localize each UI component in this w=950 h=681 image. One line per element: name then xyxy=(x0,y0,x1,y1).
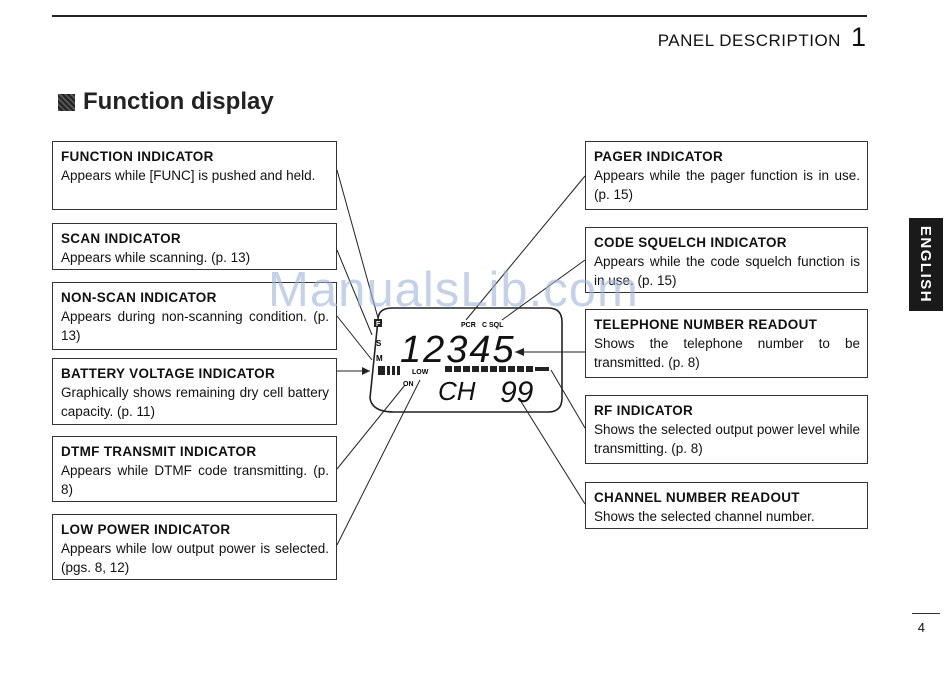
battery-bars xyxy=(378,366,400,375)
box-body: Shows the telephone number to be transmi… xyxy=(594,336,860,370)
non-scan-indicator-box: NON-SCAN INDICATOR Appears during non-sc… xyxy=(52,282,337,350)
scan-indicator-box: SCAN INDICATOR Appears while scanning. (… xyxy=(52,223,337,270)
box-body: Appears while scanning. (p. 13) xyxy=(61,250,251,265)
box-body: Graphically shows remaining dry cell bat… xyxy=(61,385,329,419)
box-body: Appears while low output power is select… xyxy=(61,541,329,575)
on-label: ON xyxy=(403,381,414,388)
box-title: CODE SQUELCH INDICATOR xyxy=(594,235,787,250)
pager-label: PCR xyxy=(461,322,476,329)
scan-mark: S xyxy=(376,339,382,348)
battery-voltage-indicator-box: BATTERY VOLTAGE INDICATOR Graphically sh… xyxy=(52,358,337,425)
rf-meter xyxy=(445,366,549,372)
box-title: BATTERY VOLTAGE INDICATOR xyxy=(61,366,276,381)
chapter-number: 1 xyxy=(850,22,866,52)
low-power-indicator-box: LOW POWER INDICATOR Appears while low ou… xyxy=(52,514,337,580)
telephone-number-readout-box: TELEPHONE NUMBER READOUT Shows the telep… xyxy=(585,309,868,378)
rf-indicator-box: RF INDICATOR Shows the selected output p… xyxy=(585,395,868,464)
section-title: Function display xyxy=(83,88,274,115)
code-squelch-indicator-box: CODE SQUELCH INDICATOR Appears while the… xyxy=(585,227,868,293)
box-body: Appears while DTMF code transmitting. (p… xyxy=(61,463,329,497)
heading-bullet-icon xyxy=(58,93,75,111)
box-title: NON-SCAN INDICATOR xyxy=(61,290,217,305)
section-heading: Function display xyxy=(58,88,274,116)
channel-label: CH xyxy=(438,376,476,406)
box-title: DTMF TRANSMIT INDICATOR xyxy=(61,444,257,459)
language-tab: ENGLISH xyxy=(909,218,943,311)
dtmf-transmit-indicator-box: DTMF TRANSMIT INDICATOR Appears while DT… xyxy=(52,436,337,502)
leader-lines xyxy=(336,169,586,546)
box-body: Appears while [FUNC] is pushed and held. xyxy=(61,168,316,183)
function-indicator-box: FUNCTION INDICATOR Appears while [FUNC] … xyxy=(52,141,337,210)
box-body: Shows the selected output power level wh… xyxy=(594,422,860,456)
box-title: SCAN INDICATOR xyxy=(61,231,181,246)
channel-digits: 99 xyxy=(500,376,534,409)
box-title: PAGER INDICATOR xyxy=(594,149,724,164)
box-body: Shows the selected channel number. xyxy=(594,509,815,524)
nonscan-mark: M xyxy=(376,354,383,363)
box-title: RF INDICATOR xyxy=(594,403,694,418)
box-title: TELEPHONE NUMBER READOUT xyxy=(594,317,818,332)
page-header: PANEL DESCRIPTION 1 xyxy=(658,22,866,53)
box-title: CHANNEL NUMBER READOUT xyxy=(594,490,800,505)
pager-indicator-box: PAGER INDICATOR Appears while the pager … xyxy=(585,141,868,210)
header-rule xyxy=(52,15,867,17)
csql-label: C SQL xyxy=(482,322,504,329)
box-title: LOW POWER INDICATOR xyxy=(61,522,231,537)
display-outline xyxy=(369,307,563,413)
language-tab-label: ENGLISH xyxy=(917,225,935,304)
box-body: Appears while the code squelch function … xyxy=(594,254,860,288)
low-label: LOW xyxy=(412,369,429,376)
func-mark: F xyxy=(376,321,381,328)
page-number-rule xyxy=(912,613,940,614)
channel-number-readout-box: CHANNEL NUMBER READOUT Shows the selecte… xyxy=(585,482,868,529)
page-number: 4 xyxy=(917,620,925,635)
telephone-digits: 12345 xyxy=(400,329,516,371)
header-title: PANEL DESCRIPTION xyxy=(657,31,841,50)
box-body: Appears during non-scanning condition. (… xyxy=(61,309,329,343)
box-body: Appears while the pager function is in u… xyxy=(594,168,860,202)
box-title: FUNCTION INDICATOR xyxy=(61,149,214,164)
